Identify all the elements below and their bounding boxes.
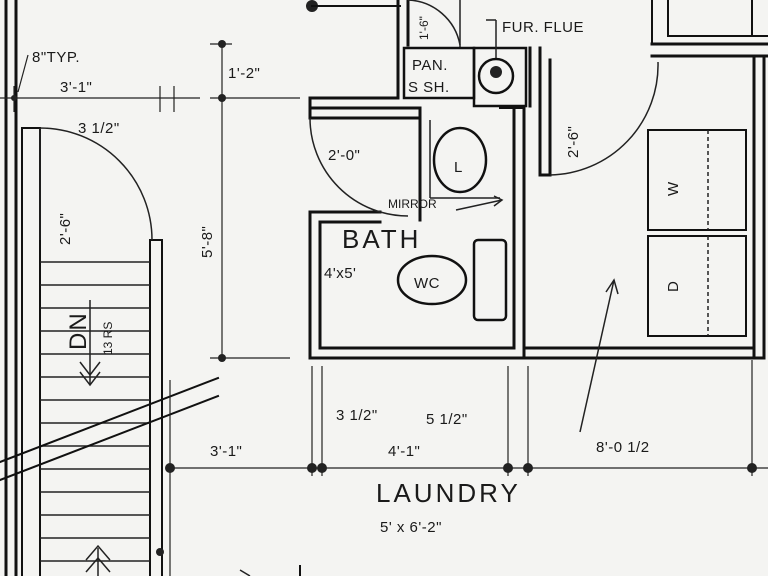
dim-5-half-label: 5 1/2"	[426, 411, 468, 428]
water-closet-label: WC	[414, 275, 440, 292]
washer-label: W	[665, 181, 682, 196]
right-door	[549, 61, 659, 176]
dim-1-2-label: 1'-2"	[228, 65, 260, 82]
stair-up-arrow	[85, 544, 111, 576]
top-right-walls	[528, 0, 768, 360]
stair-down-arrow	[79, 300, 101, 387]
stair-wall	[21, 127, 163, 576]
vertical-5-8-label: 5'-8"	[199, 226, 216, 258]
dryer-label: D	[665, 281, 682, 292]
dim-4-1-label: 4'-1"	[388, 443, 420, 460]
bath-size-label: 4'x5'	[324, 265, 356, 282]
left-door	[39, 127, 153, 241]
stair-risers-label: 13 RS	[101, 322, 115, 355]
top-small-door	[407, 0, 461, 48]
bottom-stub	[239, 565, 301, 576]
dim-3-half-low-label: 3 1/2"	[336, 407, 378, 424]
stair-down-label: DN	[65, 311, 92, 350]
top-3-1-label: 3'-1"	[60, 79, 92, 96]
top-3-half-label: 3 1/2"	[78, 120, 120, 137]
bath-label: BATH	[342, 224, 421, 254]
laundry-size-label: 5' x 6'-2"	[380, 519, 442, 536]
pan-label: PAN.	[412, 57, 448, 74]
dim-8-0-half-label: 8'-0 1/2	[596, 439, 650, 456]
top-center-walls	[306, 0, 422, 222]
laundry-leader-arrow	[579, 278, 619, 433]
left-door-width-label: 2'-6"	[57, 213, 74, 245]
washer-fixture	[647, 129, 747, 231]
top-dim-line	[0, 54, 200, 112]
dryer-fixture	[647, 235, 747, 337]
bath-walls	[308, 106, 526, 360]
mirror-label: MIRROR	[388, 197, 437, 211]
dim-3-1-bottom-label: 3'-1"	[210, 443, 242, 460]
pan-shower-box	[402, 46, 528, 108]
lavatory-label: L	[454, 159, 463, 176]
mirror-fixture	[455, 195, 504, 211]
shower-label: S SH.	[408, 79, 450, 96]
water-closet-fixture	[396, 238, 508, 322]
laundry-label: LAUNDRY	[376, 478, 521, 508]
furnace-flue-icon	[477, 19, 515, 95]
laundry-upper-wall	[522, 346, 766, 360]
lavatory-fixture	[429, 120, 500, 199]
typ-8-label: 8"TYP.	[32, 49, 80, 66]
furnace-flue-label: FUR. FLUE	[502, 19, 584, 36]
lower-dim-lines	[156, 360, 768, 576]
dim-1-6-label: 1'-6"	[417, 16, 431, 40]
bath-door-width-label: 2'-0"	[328, 147, 360, 164]
stair-treads	[40, 261, 150, 562]
stair-break-line	[0, 376, 220, 482]
bath-door	[309, 117, 409, 217]
right-door-width-label: 2'-6"	[565, 126, 582, 158]
vertical-dim-5-8	[210, 40, 300, 362]
